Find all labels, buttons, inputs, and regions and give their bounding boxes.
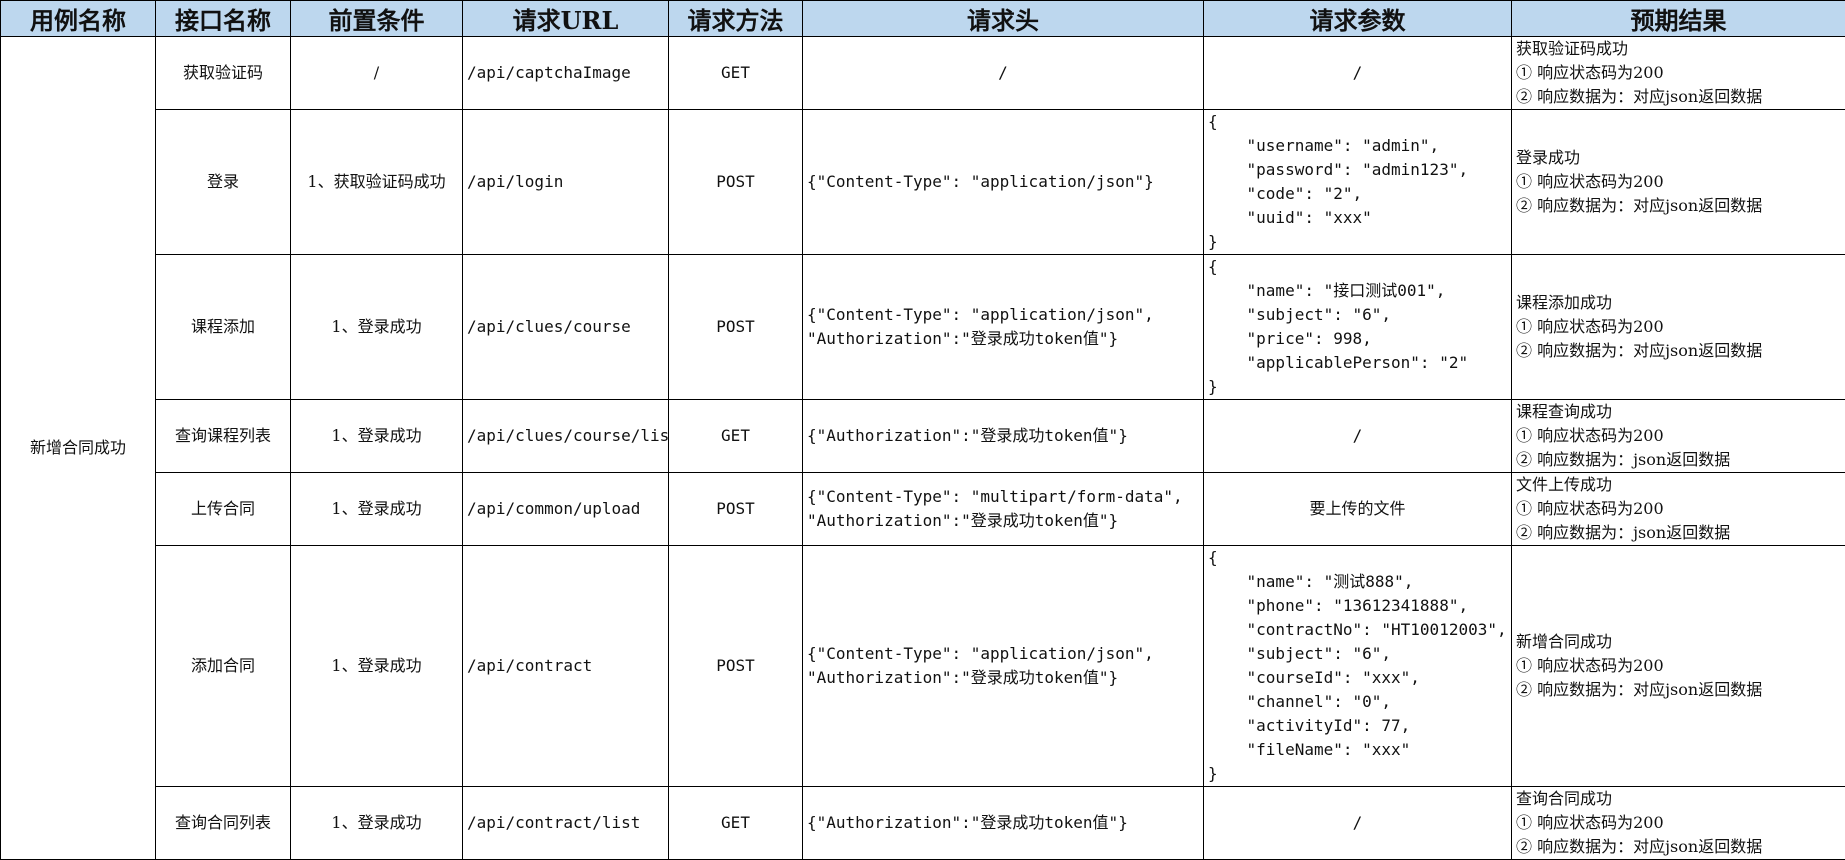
expected-status: ① 响应状态码为200 xyxy=(1516,811,1841,835)
method-cell[interactable]: POST xyxy=(669,255,803,400)
expected-cell[interactable]: 文件上传成功 ① 响应状态码为200 ② 响应数据为：json返回数据 xyxy=(1512,473,1845,546)
interface-cell[interactable]: 获取验证码 xyxy=(156,37,291,110)
headers-cell[interactable]: {"Content-Type": "application/json", "Au… xyxy=(803,546,1204,787)
precondition-cell[interactable]: 1、登录成功 xyxy=(291,787,463,860)
expected-status: ① 响应状态码为200 xyxy=(1516,315,1841,339)
expected-data: ② 响应数据为：json返回数据 xyxy=(1516,521,1841,545)
table-row: 课程添加 1、登录成功 /api/clues/course POST {"Con… xyxy=(1,255,1845,400)
precondition-cell[interactable]: 1、登录成功 xyxy=(291,473,463,546)
expected-status: ① 响应状态码为200 xyxy=(1516,424,1841,448)
expected-cell[interactable]: 新增合同成功 ① 响应状态码为200 ② 响应数据为：对应json返回数据 xyxy=(1512,546,1845,787)
header-request-params[interactable]: 请求参数 xyxy=(1204,1,1512,37)
method-cell[interactable]: POST xyxy=(669,473,803,546)
params-cell[interactable]: 要上传的文件 xyxy=(1204,473,1512,546)
table-row: 上传合同 1、登录成功 /api/common/upload POST {"Co… xyxy=(1,473,1845,546)
method-cell[interactable]: POST xyxy=(669,110,803,255)
precondition-cell[interactable]: 1、登录成功 xyxy=(291,255,463,400)
precondition-cell[interactable]: 1、登录成功 xyxy=(291,546,463,787)
headers-cell[interactable]: {"Content-Type": "application/json"} xyxy=(803,110,1204,255)
header-expected-result[interactable]: 预期结果 xyxy=(1512,1,1845,37)
headers-cell[interactable]: {"Content-Type": "application/json", "Au… xyxy=(803,255,1204,400)
headers-cell[interactable]: / xyxy=(803,37,1204,110)
expected-title: 查询合同成功 xyxy=(1516,787,1841,811)
params-cell[interactable]: / xyxy=(1204,787,1512,860)
precondition-cell[interactable]: 1、登录成功 xyxy=(291,400,463,473)
table-row: 查询课程列表 1、登录成功 /api/clues/course/list GET… xyxy=(1,400,1845,473)
header-request-headers[interactable]: 请求头 xyxy=(803,1,1204,37)
expected-data: ② 响应数据为：对应json返回数据 xyxy=(1516,339,1841,363)
method-cell[interactable]: GET xyxy=(669,787,803,860)
header-precondition[interactable]: 前置条件 xyxy=(291,1,463,37)
expected-status: ① 响应状态码为200 xyxy=(1516,61,1841,85)
url-cell[interactable]: /api/captchaImage xyxy=(463,37,669,110)
expected-title: 登录成功 xyxy=(1516,146,1841,170)
interface-cell[interactable]: 添加合同 xyxy=(156,546,291,787)
url-cell[interactable]: /api/common/upload xyxy=(463,473,669,546)
expected-cell[interactable]: 获取验证码成功 ① 响应状态码为200 ② 响应数据为：对应json返回数据 xyxy=(1512,37,1845,110)
expected-cell[interactable]: 课程添加成功 ① 响应状态码为200 ② 响应数据为：对应json返回数据 xyxy=(1512,255,1845,400)
params-cell[interactable]: / xyxy=(1204,37,1512,110)
expected-data: ② 响应数据为：对应json返回数据 xyxy=(1516,194,1841,218)
params-cell[interactable]: / xyxy=(1204,400,1512,473)
table-row: 添加合同 1、登录成功 /api/contract POST {"Content… xyxy=(1,546,1845,787)
headers-cell[interactable]: {"Authorization":"登录成功token值"} xyxy=(803,400,1204,473)
method-cell[interactable]: POST xyxy=(669,546,803,787)
expected-data: ② 响应数据为：对应json返回数据 xyxy=(1516,835,1841,859)
table-row: 新增合同成功 获取验证码 / /api/captchaImage GET / /… xyxy=(1,37,1845,110)
expected-cell[interactable]: 登录成功 ① 响应状态码为200 ② 响应数据为：对应json返回数据 xyxy=(1512,110,1845,255)
expected-cell[interactable]: 课程查询成功 ① 响应状态码为200 ② 响应数据为：json返回数据 xyxy=(1512,400,1845,473)
table-row: 登录 1、获取验证码成功 /api/login POST {"Content-T… xyxy=(1,110,1845,255)
expected-title: 课程查询成功 xyxy=(1516,400,1841,424)
expected-title: 新增合同成功 xyxy=(1516,630,1841,654)
headers-cell[interactable]: {"Content-Type": "multipart/form-data", … xyxy=(803,473,1204,546)
expected-title: 获取验证码成功 xyxy=(1516,37,1841,61)
params-cell[interactable]: { "name": "测试888", "phone": "13612341888… xyxy=(1204,546,1512,787)
url-cell[interactable]: /api/clues/course/list xyxy=(463,400,669,473)
interface-cell[interactable]: 查询课程列表 xyxy=(156,400,291,473)
url-cell[interactable]: /api/contract/list xyxy=(463,787,669,860)
expected-status: ① 响应状态码为200 xyxy=(1516,654,1841,678)
expected-data: ② 响应数据为：对应json返回数据 xyxy=(1516,85,1841,109)
params-cell[interactable]: { "name": "接口测试001", "subject": "6", "pr… xyxy=(1204,255,1512,400)
url-cell[interactable]: /api/contract xyxy=(463,546,669,787)
url-cell[interactable]: /api/clues/course xyxy=(463,255,669,400)
header-interface-name[interactable]: 接口名称 xyxy=(156,1,291,37)
header-row: 用例名称 接口名称 前置条件 请求URL 请求方法 请求头 请求参数 预期结果 xyxy=(1,1,1845,37)
header-case-name[interactable]: 用例名称 xyxy=(1,1,156,37)
expected-data: ② 响应数据为：json返回数据 xyxy=(1516,448,1841,472)
interface-cell[interactable]: 上传合同 xyxy=(156,473,291,546)
expected-title: 文件上传成功 xyxy=(1516,473,1841,497)
case-name-cell[interactable]: 新增合同成功 xyxy=(1,37,156,860)
method-cell[interactable]: GET xyxy=(669,37,803,110)
expected-data: ② 响应数据为：对应json返回数据 xyxy=(1516,678,1841,702)
headers-cell[interactable]: {"Authorization":"登录成功token值"} xyxy=(803,787,1204,860)
expected-status: ① 响应状态码为200 xyxy=(1516,170,1841,194)
url-cell[interactable]: /api/login xyxy=(463,110,669,255)
table-row: 查询合同列表 1、登录成功 /api/contract/list GET {"A… xyxy=(1,787,1845,860)
params-cell[interactable]: { "username": "admin", "password": "admi… xyxy=(1204,110,1512,255)
expected-status: ① 响应状态码为200 xyxy=(1516,497,1841,521)
expected-title: 课程添加成功 xyxy=(1516,291,1841,315)
header-request-url[interactable]: 请求URL xyxy=(463,1,669,37)
interface-cell[interactable]: 查询合同列表 xyxy=(156,787,291,860)
interface-cell[interactable]: 课程添加 xyxy=(156,255,291,400)
method-cell[interactable]: GET xyxy=(669,400,803,473)
precondition-cell[interactable]: 1、获取验证码成功 xyxy=(291,110,463,255)
expected-cell[interactable]: 查询合同成功 ① 响应状态码为200 ② 响应数据为：对应json返回数据 xyxy=(1512,787,1845,860)
interface-cell[interactable]: 登录 xyxy=(156,110,291,255)
header-request-method[interactable]: 请求方法 xyxy=(669,1,803,37)
precondition-cell[interactable]: / xyxy=(291,37,463,110)
